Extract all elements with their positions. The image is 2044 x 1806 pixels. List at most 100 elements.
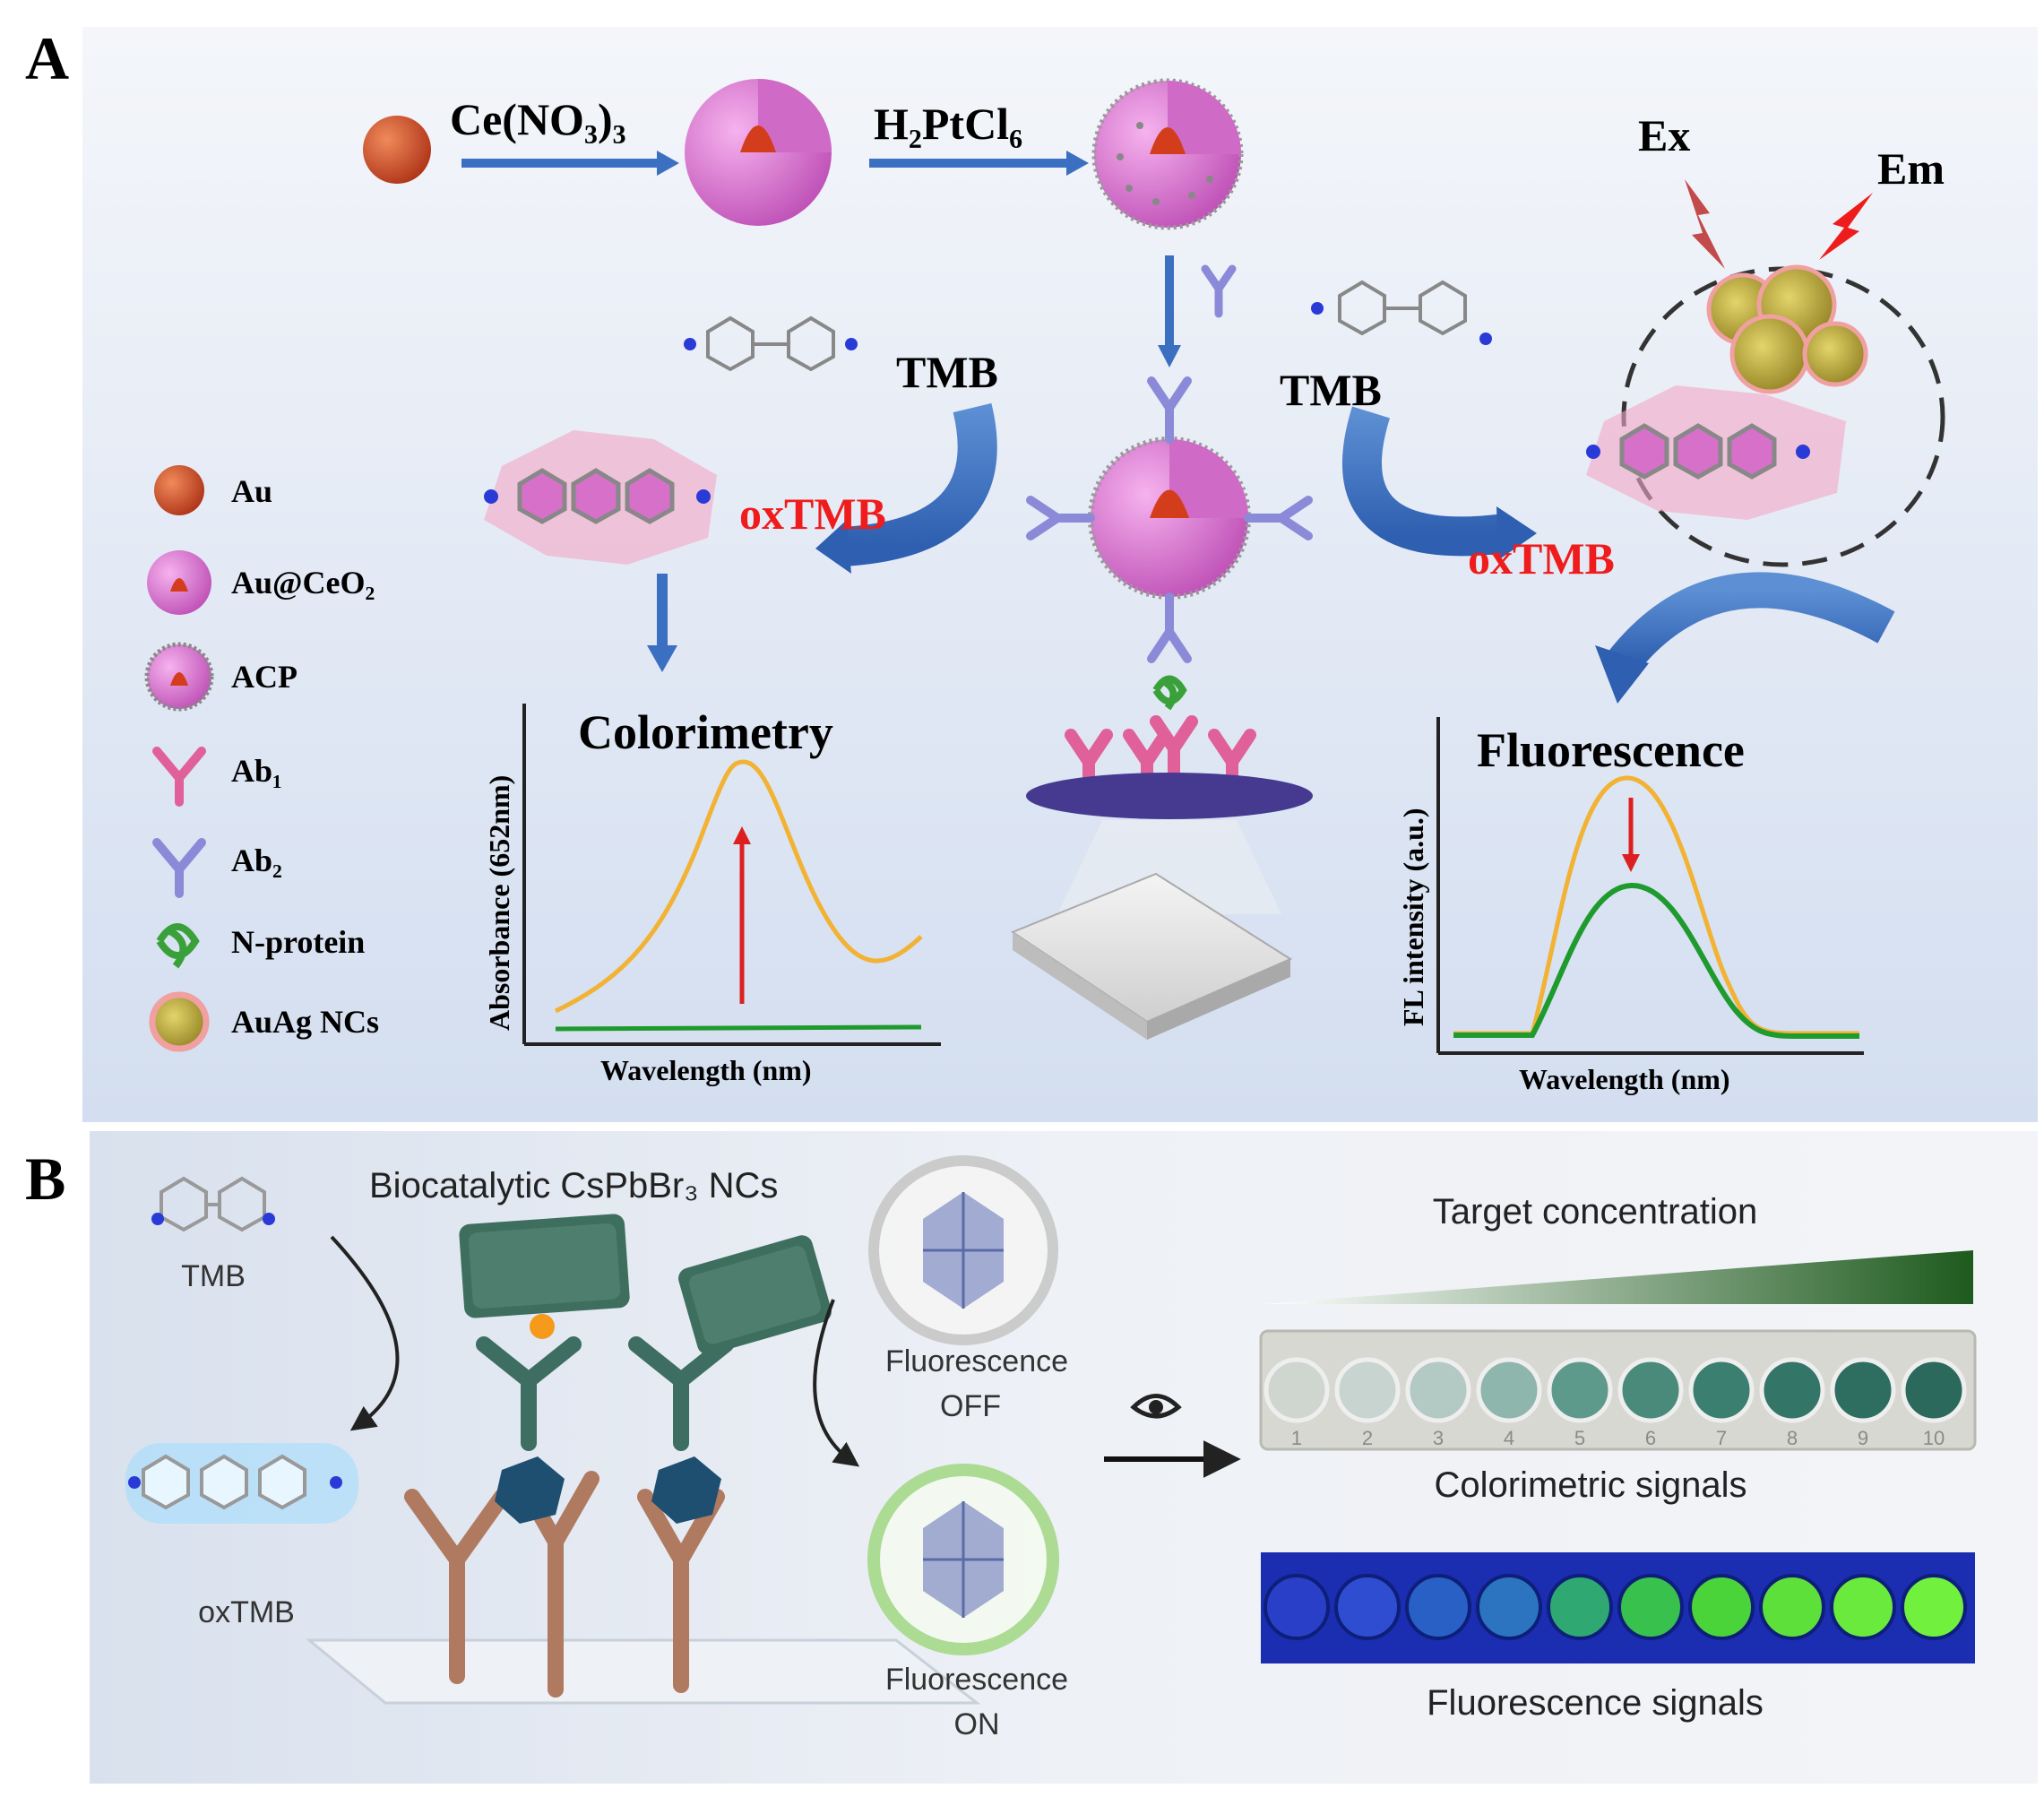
concentration-gradient-wedge: [1263, 1250, 1973, 1304]
well-number: 4: [1504, 1427, 1514, 1449]
n-protein-icon: [1152, 675, 1187, 711]
legend-ab1-icon: [152, 747, 206, 807]
legend-label-au-ceo2: Au@CeO₂: [231, 565, 375, 601]
flow-arrow-1: [461, 151, 679, 176]
legend-label-ab1: Ab₁: [231, 753, 282, 789]
legend-n-protein-icon: [156, 923, 200, 969]
curved-arrow-left: [841, 402, 997, 566]
capture-surface: [1026, 773, 1313, 819]
legend-ab2-icon: [152, 838, 206, 898]
curved-arrow-left-head: [815, 520, 851, 574]
fluorescence-graph: Fluorescence FL intensity (a.u.) Wavelen…: [1397, 717, 1864, 1095]
colorimetric-well: [1901, 1357, 1967, 1423]
colorimetry-green-curve: [555, 1024, 922, 1032]
oxtmb-label-left: oxTMB: [739, 488, 886, 539]
colorimetric-well: [1617, 1357, 1684, 1423]
colorimetric-well: [1547, 1357, 1613, 1423]
colorimetry-orange-curve: [554, 759, 923, 1014]
curved-arrow-fluorescence: [1608, 572, 1895, 675]
legend: Au Au@CeO₂ ACP Ab₁ Ab₂ N-protein AuAg NC…: [144, 465, 379, 1052]
colorimetry-x-label: Wavelength (nm): [600, 1054, 812, 1086]
fluorescence-y-label: FL intensity (a.u.): [1397, 808, 1429, 1026]
colorimetric-well: [1688, 1357, 1755, 1423]
fluorescence-x-label: Wavelength (nm): [1519, 1063, 1730, 1095]
well-number: 2: [1362, 1427, 1373, 1449]
reagent-h2ptcl6: H₂PtCl₆: [874, 99, 1022, 149]
panel-b: B Biocatalytic CsPbBr₃ NCs TMB oxTMB: [25, 1131, 2038, 1784]
detection-antibodies-b: [476, 1336, 734, 1451]
oxtmb-label-right: oxTMB: [1468, 533, 1615, 583]
colorimetry-y-label: Absorbance (652nm): [483, 775, 515, 1031]
well-number: 8: [1787, 1427, 1798, 1449]
tmb-label-right: TMB: [1280, 365, 1382, 415]
ab2-antibody-icon: [1201, 264, 1237, 318]
excitation-lightning-icon: [1685, 179, 1725, 269]
microplate-icon: [1010, 872, 1293, 1040]
panel-b-label: B: [25, 1145, 65, 1213]
curved-arrow-right: [1342, 406, 1508, 557]
well-number: 6: [1645, 1427, 1656, 1449]
acp-ab2-conjugate: [1026, 376, 1313, 663]
colorimetry-title: Colorimetry: [578, 705, 833, 759]
au-ceo2-particle-icon: [685, 79, 832, 226]
fluorescence-well-strip: [1261, 1552, 1975, 1663]
fluorescence-well: [1476, 1574, 1542, 1640]
ex-label: Ex: [1638, 110, 1690, 160]
legend-label-acp: ACP: [231, 659, 298, 695]
legend-label-au: Au: [231, 473, 272, 509]
colorimetric-well: [1263, 1357, 1330, 1423]
fluorescence-off-circle: [868, 1155, 1058, 1345]
cspbbr3-nanocrystal-right: [678, 1235, 832, 1355]
panel-a-label: A: [25, 24, 69, 92]
fluorescence-well: [1547, 1574, 1613, 1640]
colorimetric-well: [1334, 1357, 1401, 1423]
legend-au-icon: [154, 465, 204, 515]
fluorescence-signals-label: Fluorescence signals: [1427, 1683, 1764, 1723]
down-arrow-colorimetry: [647, 574, 677, 672]
well-number: 3: [1433, 1427, 1444, 1449]
down-arrow-ab2: [1158, 255, 1181, 367]
colorimetric-well: [1830, 1357, 1896, 1423]
well-number: 5: [1574, 1427, 1585, 1449]
fluorescence-off-label-2: OFF: [940, 1389, 1001, 1423]
colorimetry-graph: Colorimetry Absorbance (652nm) Wavelengt…: [483, 704, 941, 1086]
fluorescence-green-curve: [1453, 882, 1859, 1039]
auag-nanocluster-icon: [1706, 264, 1868, 394]
fluorescence-well: [1405, 1574, 1471, 1640]
oxtmb-molecule-right: [1586, 385, 1846, 520]
fluorescence-title: Fluorescence: [1477, 723, 1745, 777]
well-number: 1: [1291, 1427, 1302, 1449]
oxtmb-molecule-b: [125, 1443, 358, 1524]
panel-b-title: Biocatalytic CsPbBr₃ NCs: [369, 1166, 778, 1205]
curved-arrow-fluorescence-head: [1595, 645, 1649, 704]
legend-au-ceo2-icon: [147, 550, 211, 615]
fluorescence-well: [1759, 1574, 1825, 1640]
cspbbr3-nanocrystal-left: [459, 1214, 630, 1318]
antigen-right: [651, 1456, 721, 1524]
legend-label-auag-ncs: AuAg NCs: [231, 1004, 379, 1040]
legend-auag-nc-icon: [149, 991, 210, 1052]
well-number: 9: [1858, 1427, 1868, 1449]
colorimetric-well: [1476, 1357, 1542, 1423]
emission-lightning-icon: [1819, 193, 1873, 260]
fluorescence-well: [1334, 1574, 1401, 1640]
colorimetric-well: [1759, 1357, 1825, 1423]
colorimetric-signals-label: Colorimetric signals: [1435, 1465, 1747, 1505]
colorimetric-well: [1405, 1357, 1471, 1423]
flow-arrow-2: [869, 151, 1089, 176]
tmb-to-oxtmb-arrow: [330, 1235, 400, 1431]
legend-label-ab2: Ab₂: [231, 843, 282, 878]
well-number: 7: [1716, 1427, 1727, 1449]
fluorescence-on-circle: [867, 1464, 1059, 1655]
legend-label-n-protein: N-protein: [231, 924, 365, 960]
acp-particle-icon: [1091, 78, 1244, 230]
target-concentration-label: Target concentration: [1433, 1192, 1757, 1231]
fluorescence-orange-curve: [1453, 775, 1859, 1036]
au-sphere-icon: [363, 116, 431, 184]
fluorescence-well: [1263, 1574, 1330, 1640]
curved-arrow-right-head: [1496, 506, 1537, 560]
oxtmb-molecule-left: [484, 430, 717, 565]
fluorescence-well: [1617, 1574, 1684, 1640]
legend-acp-icon: [144, 642, 214, 712]
